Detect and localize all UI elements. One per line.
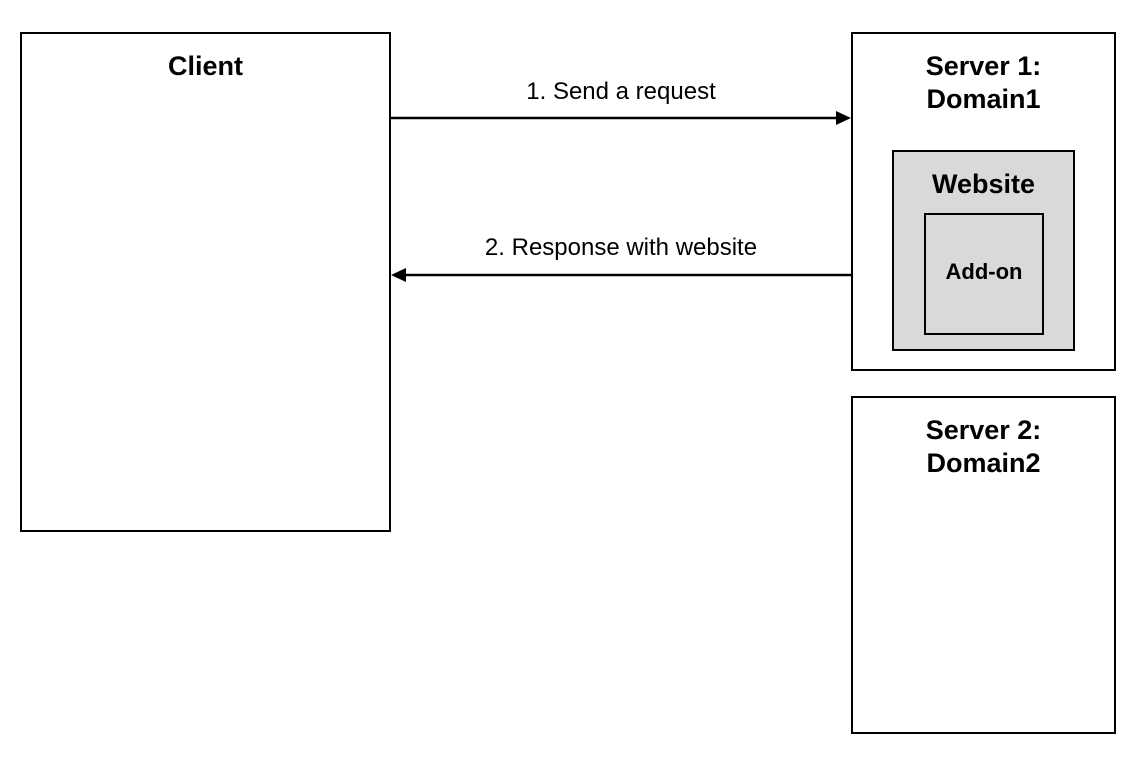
request-arrow [391, 111, 851, 125]
request-arrow-label: 1. Send a request [526, 78, 716, 105]
response-arrowhead-icon [391, 268, 406, 282]
addon-title: Add-on [945, 259, 1023, 284]
response-arrow [391, 268, 851, 282]
website-title: Website [931, 169, 1036, 199]
client-title: Client [167, 51, 243, 81]
response-arrow-label: 2. Response with website [484, 234, 758, 261]
server2-box: Server 2: Domain2 [851, 396, 1116, 734]
server2-title: Server 2: Domain2 [925, 415, 1042, 478]
server1-title: Server 1: Domain1 [925, 51, 1042, 114]
request-arrowhead-icon [836, 111, 851, 125]
addon-box: Add-on [924, 213, 1044, 335]
client-box: Client [20, 32, 391, 532]
